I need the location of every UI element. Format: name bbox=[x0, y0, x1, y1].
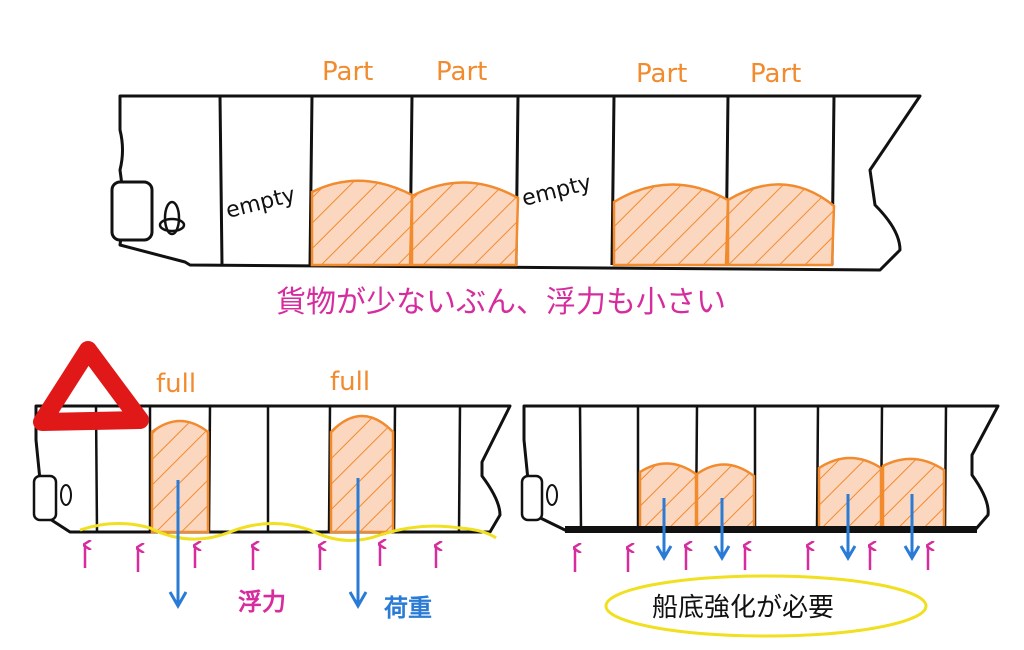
top-caption: 貨物が少ないぶん、浮力も小さい bbox=[276, 285, 726, 320]
buoyancy-label: 浮力 bbox=[238, 588, 286, 616]
left-deflection-curve bbox=[79, 521, 497, 542]
label-empty-2: empty bbox=[519, 170, 594, 211]
label-part-2: Part bbox=[436, 57, 487, 87]
label-part-1: Part bbox=[322, 57, 373, 87]
load-label: 荷重 bbox=[384, 594, 432, 622]
reinforcement-callout: 船底強化が必要 bbox=[604, 574, 928, 638]
right-buoyancy-arrows bbox=[575, 546, 928, 572]
cargo-part-2 bbox=[410, 181, 520, 267]
label-part-3: Part bbox=[636, 59, 687, 89]
right-load-arrows bbox=[655, 494, 921, 561]
left-bulkheads bbox=[94, 405, 462, 533]
cargo-part-3 bbox=[612, 183, 730, 267]
label-full-2: full bbox=[330, 367, 370, 397]
top-hull-outline bbox=[118, 94, 922, 272]
bottom-left-ship: full full bbox=[32, 341, 512, 542]
top-ship: Part Part Part Part empty empty bbox=[110, 57, 922, 272]
cargo-part-4 bbox=[726, 183, 836, 267]
warning-triangle-icon bbox=[33, 341, 149, 431]
bottom-right-ship bbox=[520, 404, 1000, 533]
cargo-right-1 bbox=[638, 462, 698, 530]
top-rudder-icon bbox=[110, 180, 186, 242]
left-buoyancy-arrows bbox=[85, 544, 436, 572]
cargo-right-2 bbox=[695, 463, 756, 530]
cargo-right-3 bbox=[817, 456, 883, 530]
cargo-full-2 bbox=[329, 414, 395, 534]
cargo-right-4 bbox=[881, 457, 946, 530]
top-cargo bbox=[310, 179, 836, 267]
reinforced-bottom-bar bbox=[565, 526, 977, 533]
cargo-full-1 bbox=[150, 419, 210, 534]
left-load-arrows bbox=[168, 478, 368, 610]
callout-text: 船底強化が必要 bbox=[652, 593, 834, 623]
cargo-part-1 bbox=[310, 179, 414, 267]
left-rudder-icon bbox=[32, 474, 72, 522]
label-empty-1: empty bbox=[223, 182, 298, 223]
label-part-4: Part bbox=[750, 59, 801, 89]
label-full-1: full bbox=[156, 369, 196, 399]
right-rudder-icon bbox=[520, 474, 558, 522]
